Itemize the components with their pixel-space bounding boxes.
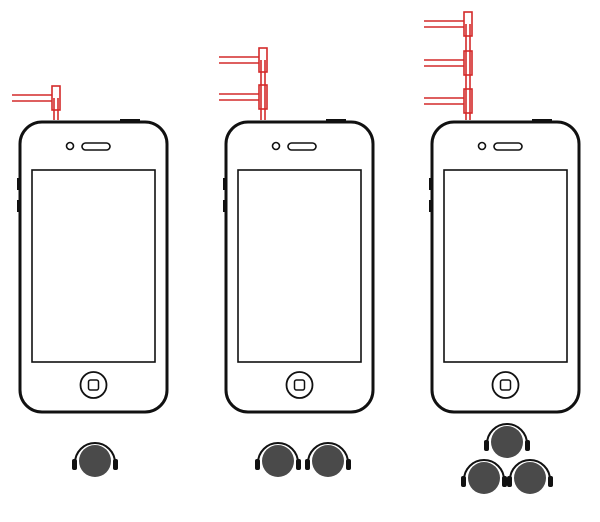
listener-head: [514, 462, 546, 494]
ear-cup-left: [507, 476, 512, 487]
ear-cup-left: [72, 459, 77, 470]
camera-icon: [65, 141, 75, 151]
headphones-icon: [305, 442, 351, 477]
ear-cup-right: [346, 459, 351, 470]
ear-cup-left: [255, 459, 260, 470]
splitter-junction: [258, 84, 268, 110]
headphones-icon: [507, 459, 553, 494]
listener-head: [491, 426, 523, 458]
phone-screen: [443, 169, 568, 363]
headphone-splitter-icon: [424, 11, 473, 37]
headphone-splitter-icon: [219, 84, 268, 110]
home-button-icon: [491, 371, 520, 399]
smartphone-icon-2: [223, 119, 375, 414]
ear-cup-right: [548, 476, 553, 487]
phone-screen: [237, 169, 362, 363]
listener-head: [79, 445, 111, 477]
home-square: [87, 379, 100, 391]
listener-head: [262, 445, 294, 477]
phone-screen: [31, 169, 156, 363]
ear-cup-left: [305, 459, 310, 470]
headphones-icon: [255, 442, 301, 477]
headband-arc: [307, 442, 349, 464]
ear-cup-right: [525, 440, 530, 451]
splitter-junction: [463, 11, 473, 37]
listener-head: [468, 462, 500, 494]
ear-cup-right: [113, 459, 118, 470]
ear-cup-left: [484, 440, 489, 451]
home-button-icon: [285, 371, 314, 399]
headband-arc: [509, 459, 551, 481]
headphone-splitter-icon: [424, 88, 473, 114]
headphones-icon: [461, 459, 507, 494]
headphones-icon: [72, 442, 118, 477]
headband-arc: [486, 423, 528, 445]
ear-cup-right: [502, 476, 507, 487]
headphone-splitter-icon: [219, 47, 268, 73]
headband-arc: [257, 442, 299, 464]
headphone-splitter-icon: [424, 50, 473, 76]
headphone-splitter-icon: [12, 85, 61, 111]
smartphone-icon-1: [17, 119, 169, 414]
home-button-icon: [79, 371, 108, 399]
headband-arc: [463, 459, 505, 481]
camera-icon: [271, 141, 281, 151]
smartphone-icon-3: [429, 119, 581, 414]
camera-icon: [477, 141, 487, 151]
headphones-icon: [484, 423, 530, 458]
headband-arc: [74, 442, 116, 464]
ear-cup-right: [296, 459, 301, 470]
home-square: [499, 379, 512, 391]
splitter-junction: [258, 47, 268, 73]
speaker-grille: [81, 142, 111, 151]
speaker-grille: [493, 142, 523, 151]
speaker-grille: [287, 142, 317, 151]
listener-head: [312, 445, 344, 477]
home-square: [293, 379, 306, 391]
splitter-junction: [51, 85, 61, 111]
ear-cup-left: [461, 476, 466, 487]
splitter-junction: [463, 50, 473, 76]
splitter-junction: [463, 88, 473, 114]
